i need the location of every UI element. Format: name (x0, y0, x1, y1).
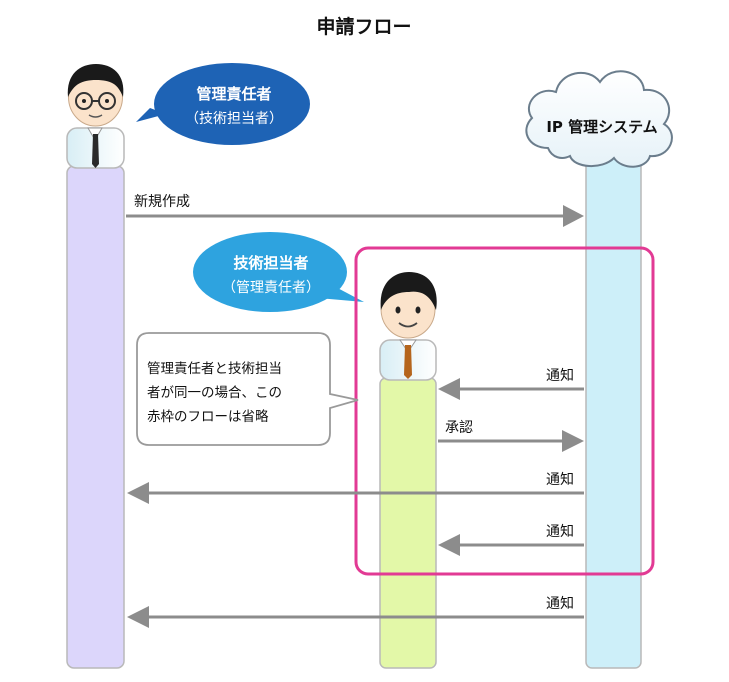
label-approve: 承認 (445, 420, 473, 436)
label-notify-3: 通知 (546, 523, 574, 540)
arrow-notify-engineer-1 (438, 378, 584, 400)
system-label: IP 管理システム (546, 118, 657, 136)
note-line-1: 管理責任者と技術担当 (147, 361, 282, 377)
engineer-subtitle: （管理責任者） (222, 280, 320, 296)
system-lifeline (585, 155, 642, 669)
label-notify-2: 通知 (546, 471, 574, 488)
manager-person-icon (66, 64, 125, 169)
label-create: 新規作成 (134, 194, 190, 210)
cloud-icon (525, 70, 673, 168)
engineer-person-icon (379, 272, 437, 381)
manager-title: 管理責任者 (196, 85, 271, 103)
engineer-title: 技術担当者 (233, 254, 308, 272)
manager-lifeline (66, 165, 125, 669)
note-callout (136, 332, 359, 446)
arrow-approve (438, 430, 584, 452)
skip-flow-frame (354, 246, 655, 576)
diagram-title: 申請フロー (316, 15, 411, 38)
label-notify-4: 通知 (546, 595, 574, 612)
manager-speech-bubble (136, 63, 310, 145)
manager-subtitle: （技術担当者） (185, 111, 283, 127)
engineer-lifeline (379, 377, 437, 669)
arrow-notify-engineer-2 (438, 534, 584, 556)
arrow-notify-manager-2 (127, 606, 584, 628)
arrow-create (126, 205, 584, 227)
note-line-2: 者が同一の場合、この (147, 385, 282, 401)
arrow-notify-manager-1 (127, 482, 584, 504)
label-notify-1: 通知 (546, 367, 574, 384)
engineer-speech-bubble (193, 232, 364, 312)
note-line-3: 赤枠のフローは省略 (147, 409, 269, 425)
